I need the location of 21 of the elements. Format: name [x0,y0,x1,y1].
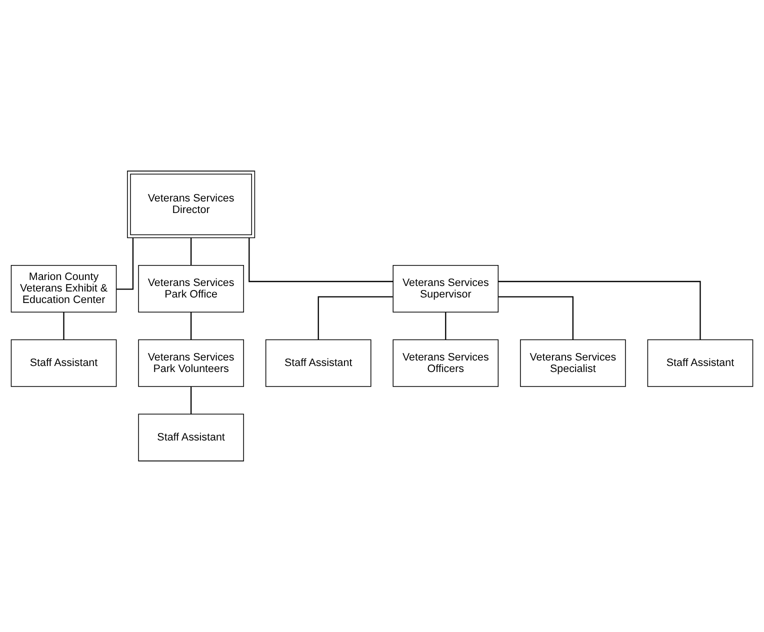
connector [445,312,446,340]
node-box: Veterans Services Director [127,170,256,238]
node-box: Veterans Services Specialist [520,339,626,387]
node-box: Staff Assistant [647,339,754,387]
node-box: Veterans Services Officers [392,339,499,387]
connector [498,280,701,340]
node-box: Staff Assistant [265,339,372,387]
node-box: Veterans Services Park Office [138,265,244,313]
connector [116,238,134,290]
connector [318,296,393,340]
connector [190,238,192,266]
connector [498,296,574,340]
connector [190,386,192,414]
connector [248,238,393,282]
connector [190,312,192,340]
node-box: Marion County Veterans Exhibit & Education Center [10,265,117,313]
node-box: Staff Assistant [138,414,244,462]
node-box: Staff Assistant [10,339,117,387]
node-box: Veterans Services Park Volunteers [138,339,244,387]
connector [63,312,64,340]
node-box: Veterans Services Supervisor [392,265,499,313]
